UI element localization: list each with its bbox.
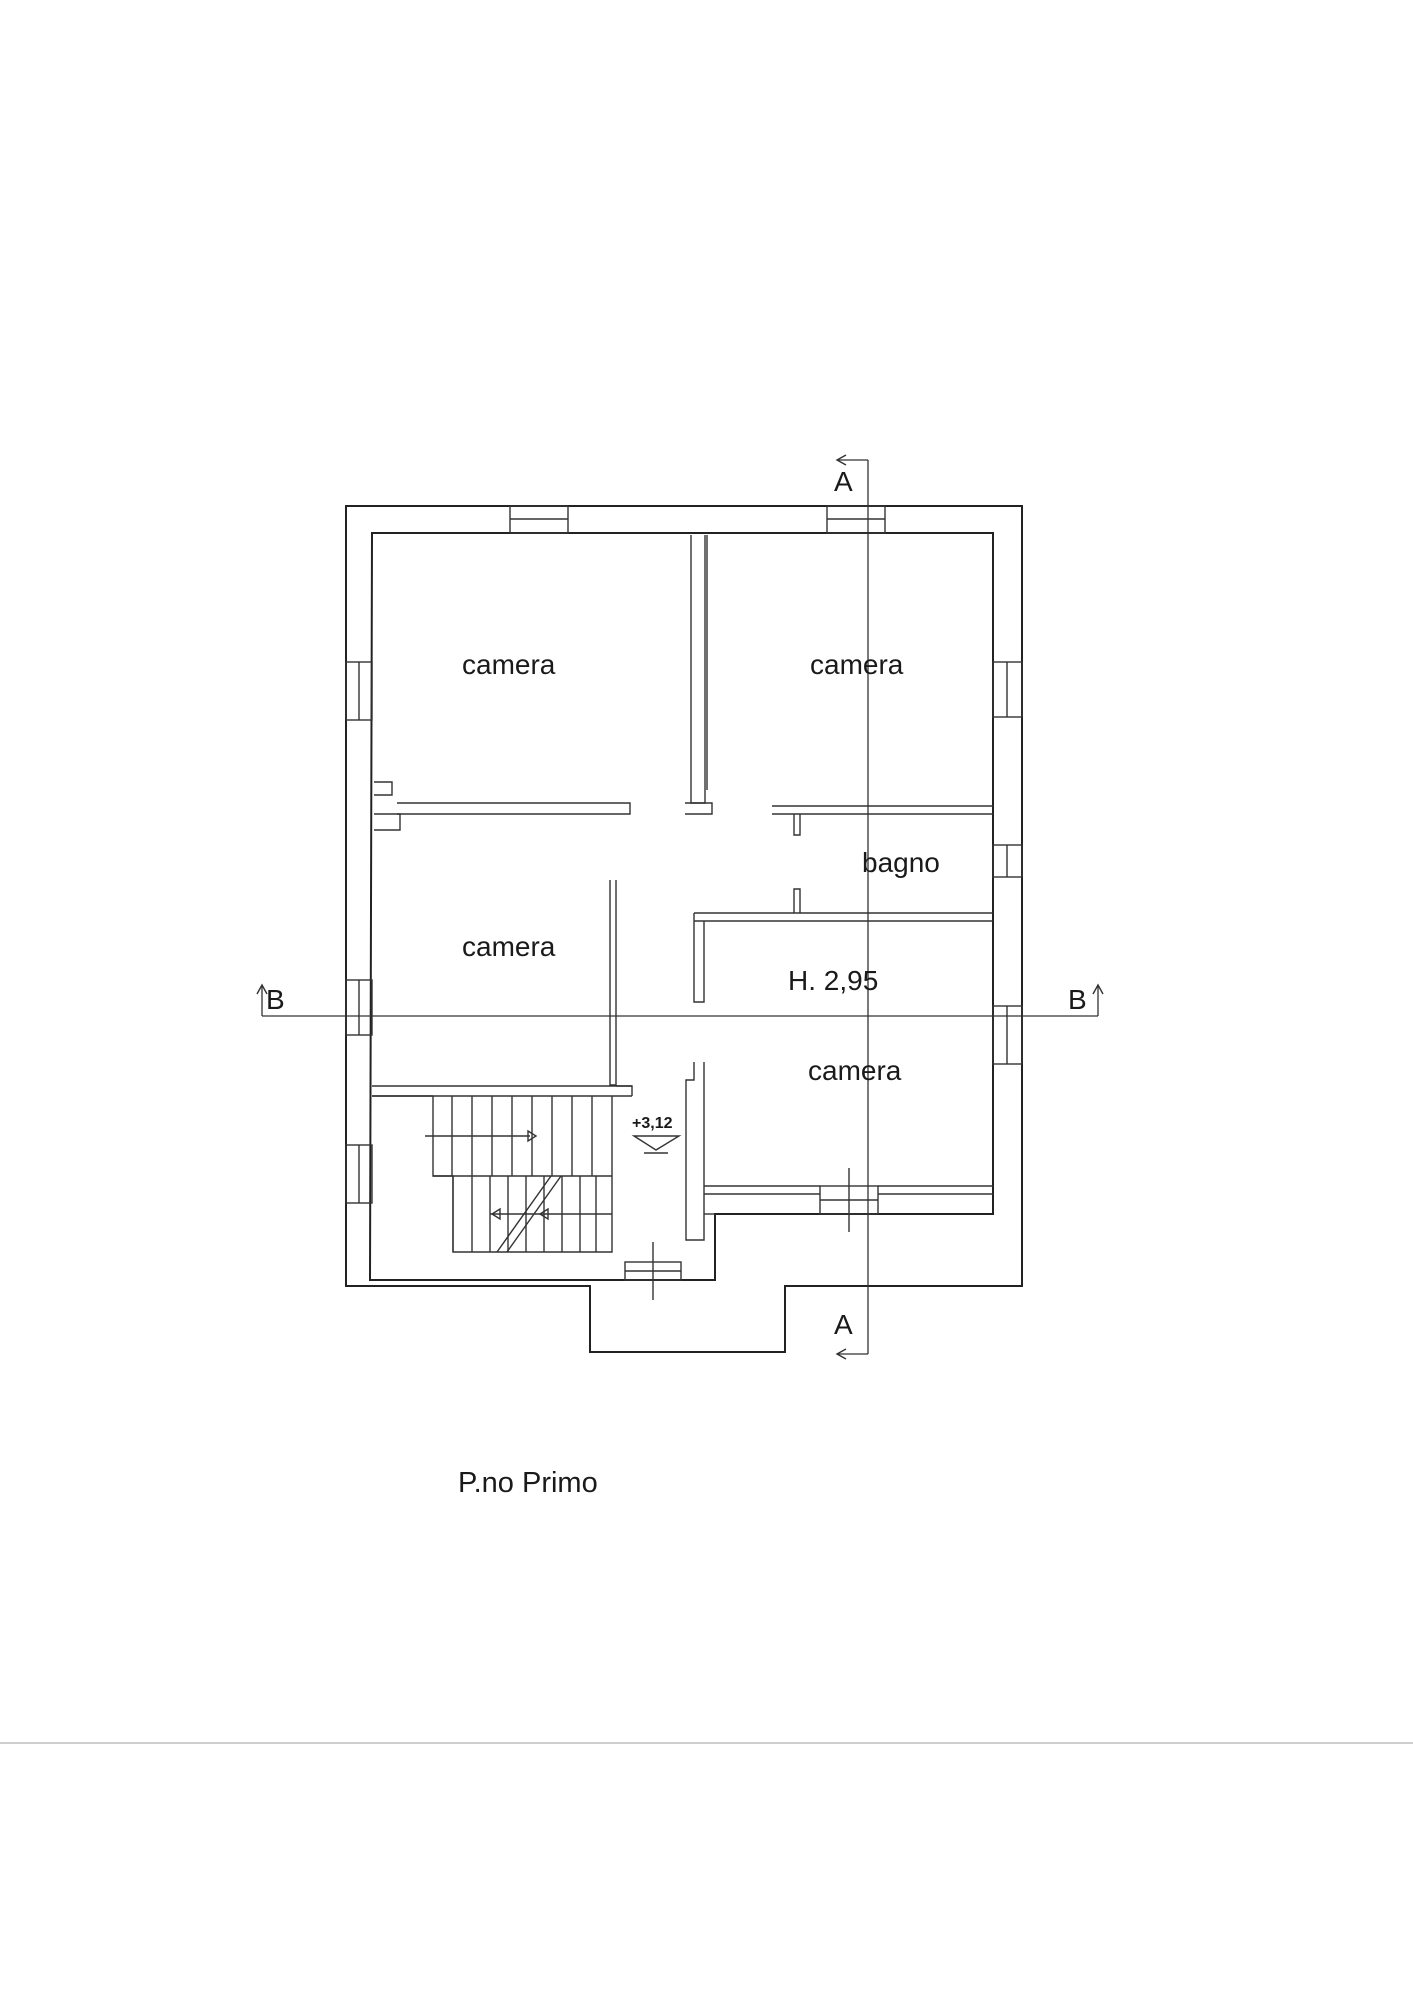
staircase[interactable] <box>372 1095 613 1253</box>
room-label-camera-ne: camera <box>810 649 904 680</box>
section-a-bottom-label: A <box>834 1309 853 1340</box>
svg-text:+3,12: +3,12 <box>632 1115 673 1132</box>
outer-walls <box>345 505 1023 1353</box>
ceiling-height-label: H. 2,95 <box>788 965 878 996</box>
room-label-camera-nw: camera <box>462 649 556 680</box>
room-labels: camera camera bagno camera camera H. 2,9… <box>462 649 940 1086</box>
room-label-camera-w: camera <box>462 931 556 962</box>
windows <box>345 505 1023 1300</box>
level-marker: +3,12 <box>631 1115 682 1154</box>
section-b-right-label: B <box>1068 984 1087 1015</box>
section-line-b: B B <box>256 983 1104 1017</box>
plan-title: P.no Primo <box>458 1467 598 1499</box>
room-label-bagno: bagno <box>862 847 940 878</box>
section-b-left-label: B <box>266 984 285 1015</box>
interior-walls <box>372 535 993 1241</box>
section-line-a: A A <box>834 454 869 1360</box>
section-a-top-label: A <box>834 466 853 497</box>
room-label-camera-se: camera <box>808 1055 902 1086</box>
